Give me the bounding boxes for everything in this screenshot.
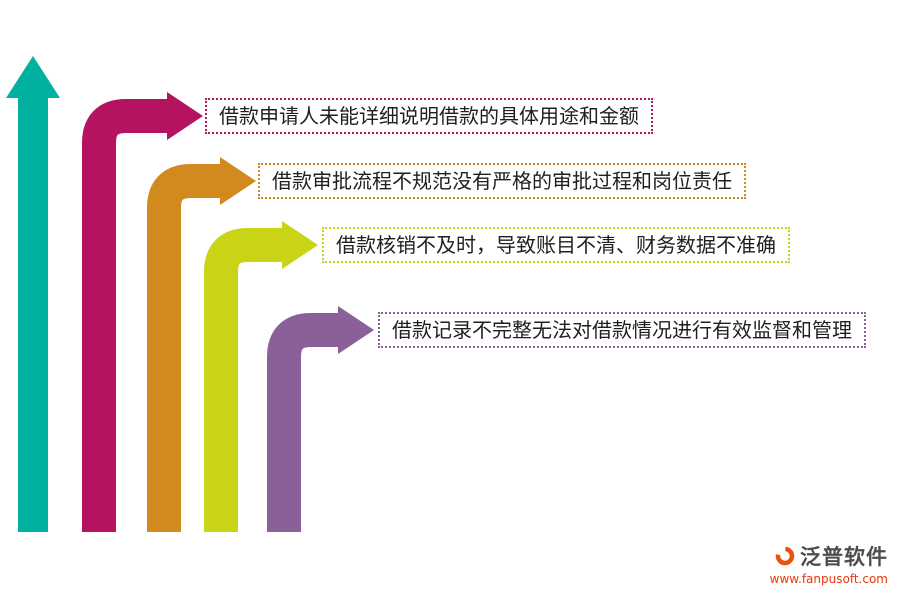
callout-2: 借款审批流程不规范没有严格的审批过程和岗位责任 bbox=[258, 163, 746, 199]
callout-4: 借款记录不完整无法对借款情况进行有效监督和管理 bbox=[378, 312, 866, 348]
arrow-1-shaft bbox=[82, 99, 171, 532]
brand-name: 泛普软件 bbox=[800, 545, 888, 569]
arrow-4-head bbox=[338, 306, 374, 354]
arrow-2-shaft bbox=[147, 164, 224, 532]
up-arrow-head bbox=[6, 56, 60, 98]
arrow-3-head bbox=[282, 221, 318, 269]
callout-3: 借款核销不及时，导致账目不清、财务数据不准确 bbox=[322, 227, 790, 263]
arrow-1-head bbox=[167, 92, 203, 140]
brand-row: 泛普软件 bbox=[770, 541, 888, 571]
footer-logo: 泛普软件 www.fanpusoft.com bbox=[770, 541, 888, 586]
arrow-2-head bbox=[220, 157, 256, 205]
arrow-4-shaft bbox=[267, 313, 342, 532]
brand-url: www.fanpusoft.com bbox=[769, 572, 888, 586]
fanpu-logo-icon bbox=[775, 546, 795, 566]
callout-1: 借款申请人未能详细说明借款的具体用途和金额 bbox=[205, 98, 653, 134]
arrow-3-shaft bbox=[204, 228, 286, 532]
